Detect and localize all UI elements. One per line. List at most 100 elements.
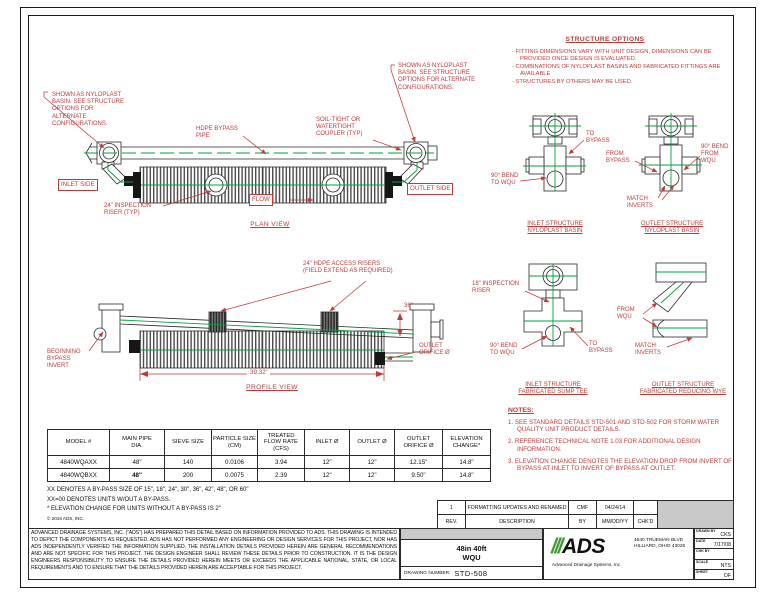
col-header: INLET Ø bbox=[304, 429, 350, 456]
caption-inlet-nyloplast: INLET STRUCTURE NYLOPLAST BASIN bbox=[527, 221, 583, 235]
copyright-text: © 2016 ADS, INC. bbox=[47, 516, 85, 521]
col-header: OUTLET Ø bbox=[349, 429, 395, 456]
field-chk-by: CHK BY bbox=[695, 549, 733, 560]
cell: 14.8" bbox=[442, 455, 491, 469]
project-name-blank bbox=[401, 529, 542, 540]
option-bullet: - FITTING DIMENSIONS VARY WITH UNIT DESI… bbox=[512, 49, 712, 62]
col-header: OUTLET ORIFICE Ø bbox=[394, 429, 443, 456]
label-90-bend-to-wqu-2: 90° BEND TO WQU bbox=[490, 343, 518, 357]
label-from-bypass: FROM BYPASS bbox=[606, 151, 630, 165]
inlet-side-tag: INLET SIDE bbox=[58, 179, 98, 191]
col-header: TREATED FLOW RATE (CFS) bbox=[257, 429, 305, 456]
profile-view-title: PROFILE VIEW bbox=[246, 384, 298, 391]
project-block-blank bbox=[657, 500, 734, 530]
field-label: CHK BY bbox=[696, 549, 710, 554]
drawing-title-line2: WQU bbox=[462, 553, 481, 562]
outer-border bbox=[20, 7, 756, 588]
plan-label-hdpe-bypass: HDPE BYPASS PIPE bbox=[196, 126, 238, 140]
cell: 9.50" bbox=[394, 468, 443, 482]
footnote: * ELEVATION CHANGE FOR UNITS WITHOUT A B… bbox=[47, 506, 221, 512]
note-item: 3. ELEVATION CHANGE DENOTES THE ELEVATIO… bbox=[508, 457, 732, 473]
rev-header: DESCRIPTION bbox=[465, 514, 569, 529]
label-match-inverts-2: MATCH INVERTS bbox=[635, 343, 661, 357]
caption-outlet-reducing-wye: OUTLET STRUCTURE FABRICATED REDUCING WYE bbox=[639, 382, 727, 396]
col-header: SIEVE SIZE bbox=[164, 429, 212, 456]
cell: 0.0075 bbox=[211, 468, 258, 482]
field-value: NTS bbox=[720, 562, 731, 569]
cell: 140 bbox=[164, 455, 212, 469]
cell: 12" bbox=[349, 468, 395, 482]
cell: 14.8" bbox=[442, 468, 491, 482]
drawing-title-line1: 48in 40ft bbox=[456, 544, 487, 553]
revision-entry-row: 1 FORMATTING UPDATES AND RENAMED CMF 04/… bbox=[437, 500, 658, 515]
footnote: XX DENOTES A BY-PASS SIZE OF 15", 18", 2… bbox=[47, 487, 249, 493]
cell: 12" bbox=[304, 455, 350, 469]
label-match-inverts: MATCH INVERTS bbox=[627, 196, 653, 210]
label-18-inspection-riser: 18" INSPECTION RISER bbox=[472, 281, 520, 295]
structure-options-title: STRUCTURE OPTIONS bbox=[565, 36, 645, 43]
cell: 200 bbox=[164, 468, 212, 482]
cell-model: 4840WQBXX bbox=[47, 468, 110, 482]
rev-header: MM/DD/YY bbox=[596, 514, 634, 529]
flow-tag: FLOW bbox=[249, 194, 273, 206]
table-row: 4840WQAXX 48" 140 0.0106 3.94 12" 12" 12… bbox=[47, 455, 491, 469]
table-footnotes: XX DENOTES A BY-PASS SIZE OF 15", 18", 2… bbox=[47, 486, 248, 515]
rev-date: 04/24/14 bbox=[596, 500, 634, 515]
rev-number: 1 bbox=[437, 500, 466, 515]
plan-label-coupler: SOIL-TIGHT OR WATERTIGHT COUPLER (TYP) bbox=[316, 117, 363, 138]
label-90-bend-to-wqu: 90° BEND TO WQU bbox=[491, 173, 519, 187]
title-cell: 48in 40ft WQU DRAWING NUMBER: STD-508 bbox=[400, 528, 543, 580]
field-value: CKS bbox=[720, 532, 731, 539]
field-label: SCALE bbox=[696, 559, 709, 564]
plan-label-inspection-riser: 24" INSPECTION RISER (TYP) bbox=[104, 203, 152, 217]
field-sheet: SHEET OF bbox=[695, 570, 733, 579]
option-bullet: - STRUCTURES BY OTHERS MAY BE USED. bbox=[512, 79, 633, 85]
cell-model: 4840WQAXX bbox=[47, 455, 110, 469]
model-spec-table: MODEL # MAIN PIPE DIA. SIEVE SIZE PARTIC… bbox=[47, 429, 491, 482]
label-from-wqu: FROM WQU bbox=[617, 307, 635, 321]
label-to-bypass: TO BYPASS bbox=[586, 131, 610, 145]
col-header: MODEL # bbox=[47, 429, 110, 456]
logo-slashes-icon: /// bbox=[551, 535, 564, 558]
logo-text: ADS bbox=[562, 535, 605, 558]
rev-chkd bbox=[633, 500, 658, 515]
notes-section: NOTES: 1. SEE STANDARD DETAILS STD-501 A… bbox=[508, 407, 738, 477]
rev-header: REV. bbox=[437, 514, 466, 529]
caption-outlet-nyloplast: OUTLET STRUCTURE NYLOPLAST BASIN bbox=[640, 221, 704, 235]
cell: 12" bbox=[349, 455, 395, 469]
field-value: 7/17/08 bbox=[713, 542, 731, 549]
ads-logo: ///ADS bbox=[551, 536, 605, 557]
company-address: 4640 TRUEMAN BLVD HILLIARD, OHIO 43026 bbox=[634, 538, 686, 550]
option-bullet: - COMBINATIONS OF NYLOPLAST BASINS AND F… bbox=[512, 64, 721, 77]
table-row: 4840WQBXX 48" 200 0.0075 2.39 12" 12" 9.… bbox=[47, 468, 491, 482]
field-label: DRAWN BY bbox=[696, 529, 716, 533]
cell: 12.15" bbox=[394, 455, 443, 469]
field-scale: SCALE NTS bbox=[695, 560, 733, 570]
profile-label-outlet-orifice: OUTLET ORIFICE Ø bbox=[419, 343, 450, 357]
field-label: DATE bbox=[696, 539, 706, 544]
col-header: MAIN PIPE DIA. bbox=[109, 429, 165, 456]
field-value: OF bbox=[723, 573, 731, 580]
logo-cell: ///ADS Advanced Drainage Systems, Inc. 4… bbox=[543, 528, 694, 580]
disclaimer-text: ADVANCED DRAINAGE SYSTEMS, INC. ("ADS") … bbox=[28, 528, 400, 580]
rev-header: CHK'D bbox=[633, 514, 658, 529]
col-header: PARTICLE SIZE (CM) bbox=[211, 429, 258, 456]
footnote: XX=00 DENOTES UNITS W/OUT A BY-PASS. bbox=[47, 496, 171, 503]
fields-cell: DRAWN BY CKS DATE 7/17/08 CHK BY SCALE N… bbox=[694, 528, 734, 580]
rev-header: BY bbox=[568, 514, 597, 529]
drawing-number-label: DRAWING NUMBER: bbox=[404, 571, 451, 576]
rev-by: CMF bbox=[568, 500, 597, 515]
notes-title: NOTES: bbox=[508, 407, 534, 414]
cell: 48" bbox=[109, 455, 165, 469]
plan-view-title: PLAN VIEW bbox=[250, 221, 290, 228]
field-drawn-by: DRAWN BY CKS bbox=[695, 529, 733, 540]
profile-label-beginning-bypass: BEGINNING BYPASS INVERT bbox=[47, 349, 81, 370]
plan-callout-outlet-basin: SHOWN AS NYLOPLAST BASIN. SEE STRUCTURE … bbox=[398, 63, 476, 91]
note-item: 2. REFERENCE TECHNICAL NOTE 1.03 FOR ADD… bbox=[508, 438, 701, 453]
outlet-side-tag: OUTLET SIDE bbox=[407, 183, 454, 195]
cell: 12" bbox=[304, 468, 350, 482]
cell: 2.39 bbox=[257, 468, 305, 482]
cell: 0.0106 bbox=[211, 455, 258, 469]
